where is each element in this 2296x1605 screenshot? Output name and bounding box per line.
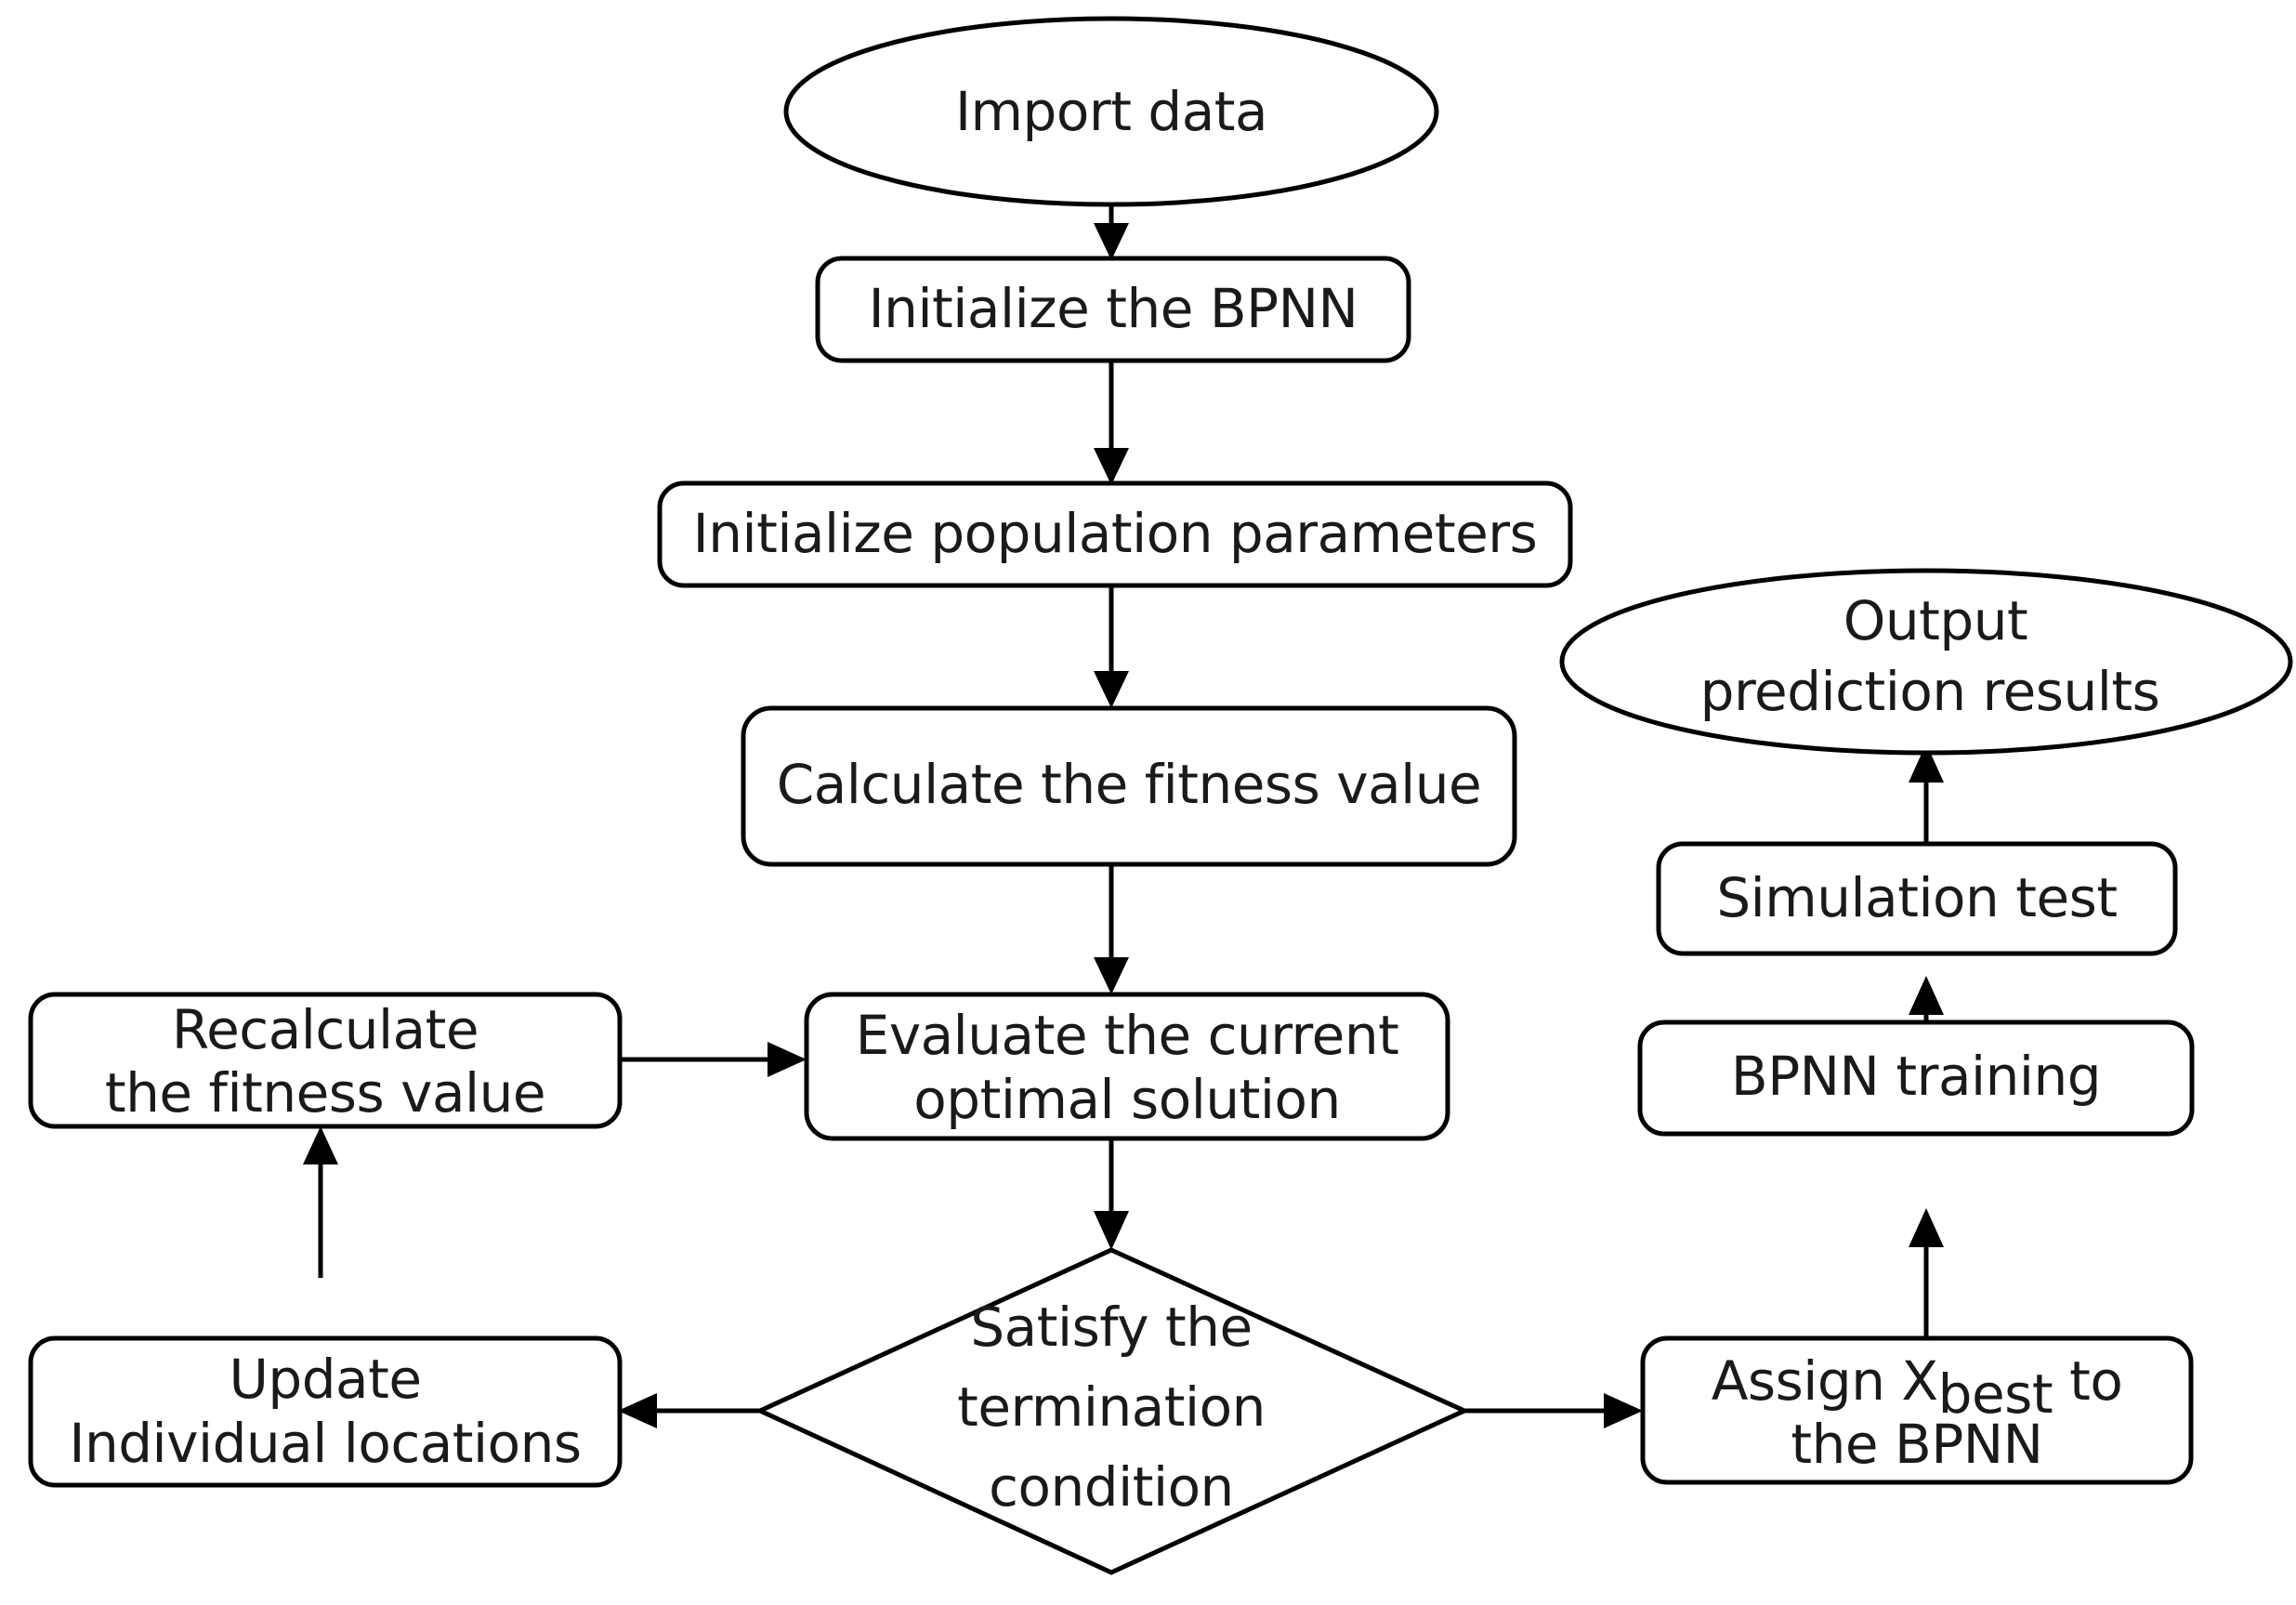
bpnn-training-box[interactable] xyxy=(1637,1020,2195,1137)
edge-update-to-recalculate xyxy=(303,1126,338,1278)
node-evaluate-optimal[interactable]: Evaluate the current optimal solution xyxy=(804,992,1450,1141)
node-import-data[interactable]: Import data xyxy=(783,16,1439,207)
edge-population-to-fitness xyxy=(1094,585,1129,708)
calculate-fitness-label: Calculate the fitness value xyxy=(777,753,1481,816)
assign-xbest-label-post: to xyxy=(2053,1349,2122,1413)
edge-fitness-to-evaluate xyxy=(1094,864,1129,994)
node-assign-xbest[interactable]: Assign Xbest to the BPNN xyxy=(1640,1335,2194,1485)
termination-decision-label-line1: Satisfy the xyxy=(970,1296,1252,1359)
import-data-ellipse[interactable] xyxy=(783,16,1439,207)
edge-recalculate-to-evaluate xyxy=(620,1042,807,1077)
node-initialize-bpnn[interactable]: Initialize the BPNN xyxy=(815,256,1411,363)
initialize-bpnn-label: Initialize the BPNN xyxy=(869,277,1358,340)
node-recalculate-fitness[interactable]: Recalculate the fitness value xyxy=(28,992,623,1129)
output-results-ellipse[interactable] xyxy=(1559,568,2293,756)
evaluate-optimal-box[interactable] xyxy=(804,992,1450,1141)
termination-decision-diamond[interactable] xyxy=(754,1247,1471,1575)
assign-xbest-label-sub: best xyxy=(1938,1362,2053,1426)
simulation-test-box[interactable] xyxy=(1656,841,2178,956)
initialize-population-label: Initialize population parameters xyxy=(693,502,1538,565)
assign-xbest-label-pre: Assign X xyxy=(1712,1349,1938,1413)
output-results-label-line1: Output xyxy=(1843,589,2027,652)
assign-xbest-label-line2: the BPNN xyxy=(1791,1413,2042,1476)
node-simulation-test[interactable]: Simulation test xyxy=(1656,841,2178,956)
termination-decision-label-line3: condition xyxy=(989,1455,1234,1519)
node-bpnn-training[interactable]: BPNN training xyxy=(1637,1020,2195,1137)
node-calculate-fitness[interactable]: Calculate the fitness value xyxy=(741,705,1517,867)
initialize-population-box[interactable] xyxy=(657,480,1573,588)
edge-decision-to-assign xyxy=(1464,1393,1643,1428)
simulation-test-label: Simulation test xyxy=(1716,866,2117,929)
calculate-fitness-box[interactable] xyxy=(741,705,1517,867)
output-results-label-line2: prediction results xyxy=(1700,660,2160,723)
update-locations-label-line2: Individual locations xyxy=(69,1412,581,1475)
assign-xbest-label-line1: Assign Xbest to xyxy=(1712,1349,2123,1426)
recalculate-fitness-box[interactable] xyxy=(28,992,623,1129)
edge-init-to-population xyxy=(1094,360,1129,485)
initialize-bpnn-box[interactable] xyxy=(815,256,1411,363)
bpnn-training-label: BPNN training xyxy=(1731,1045,2101,1108)
node-initialize-population[interactable]: Initialize population parameters xyxy=(657,480,1573,588)
edge-evaluate-to-decision xyxy=(1094,1138,1129,1250)
evaluate-optimal-label-line2: optimal solution xyxy=(913,1068,1340,1131)
edge-assign-to-training xyxy=(1909,1208,1944,1338)
import-data-label: Import data xyxy=(955,80,1267,143)
recalculate-fitness-label-line1: Recalculate xyxy=(172,998,479,1061)
recalculate-fitness-label-line2: the fitness value xyxy=(105,1061,545,1125)
update-locations-label-line1: Update xyxy=(229,1348,421,1411)
node-update-locations[interactable]: Update Individual locations xyxy=(28,1335,623,1488)
node-termination-decision[interactable]: Satisfy the termination condition xyxy=(754,1247,1471,1575)
node-output-results[interactable]: Output prediction results xyxy=(1559,568,2293,756)
termination-decision-label-line2: termination xyxy=(957,1375,1266,1439)
edge-layer xyxy=(303,170,1944,1428)
edge-decision-to-update xyxy=(618,1393,762,1428)
update-locations-box[interactable] xyxy=(28,1335,623,1488)
assign-xbest-box[interactable] xyxy=(1640,1335,2194,1485)
evaluate-optimal-label-line1: Evaluate the current xyxy=(856,1004,1399,1067)
